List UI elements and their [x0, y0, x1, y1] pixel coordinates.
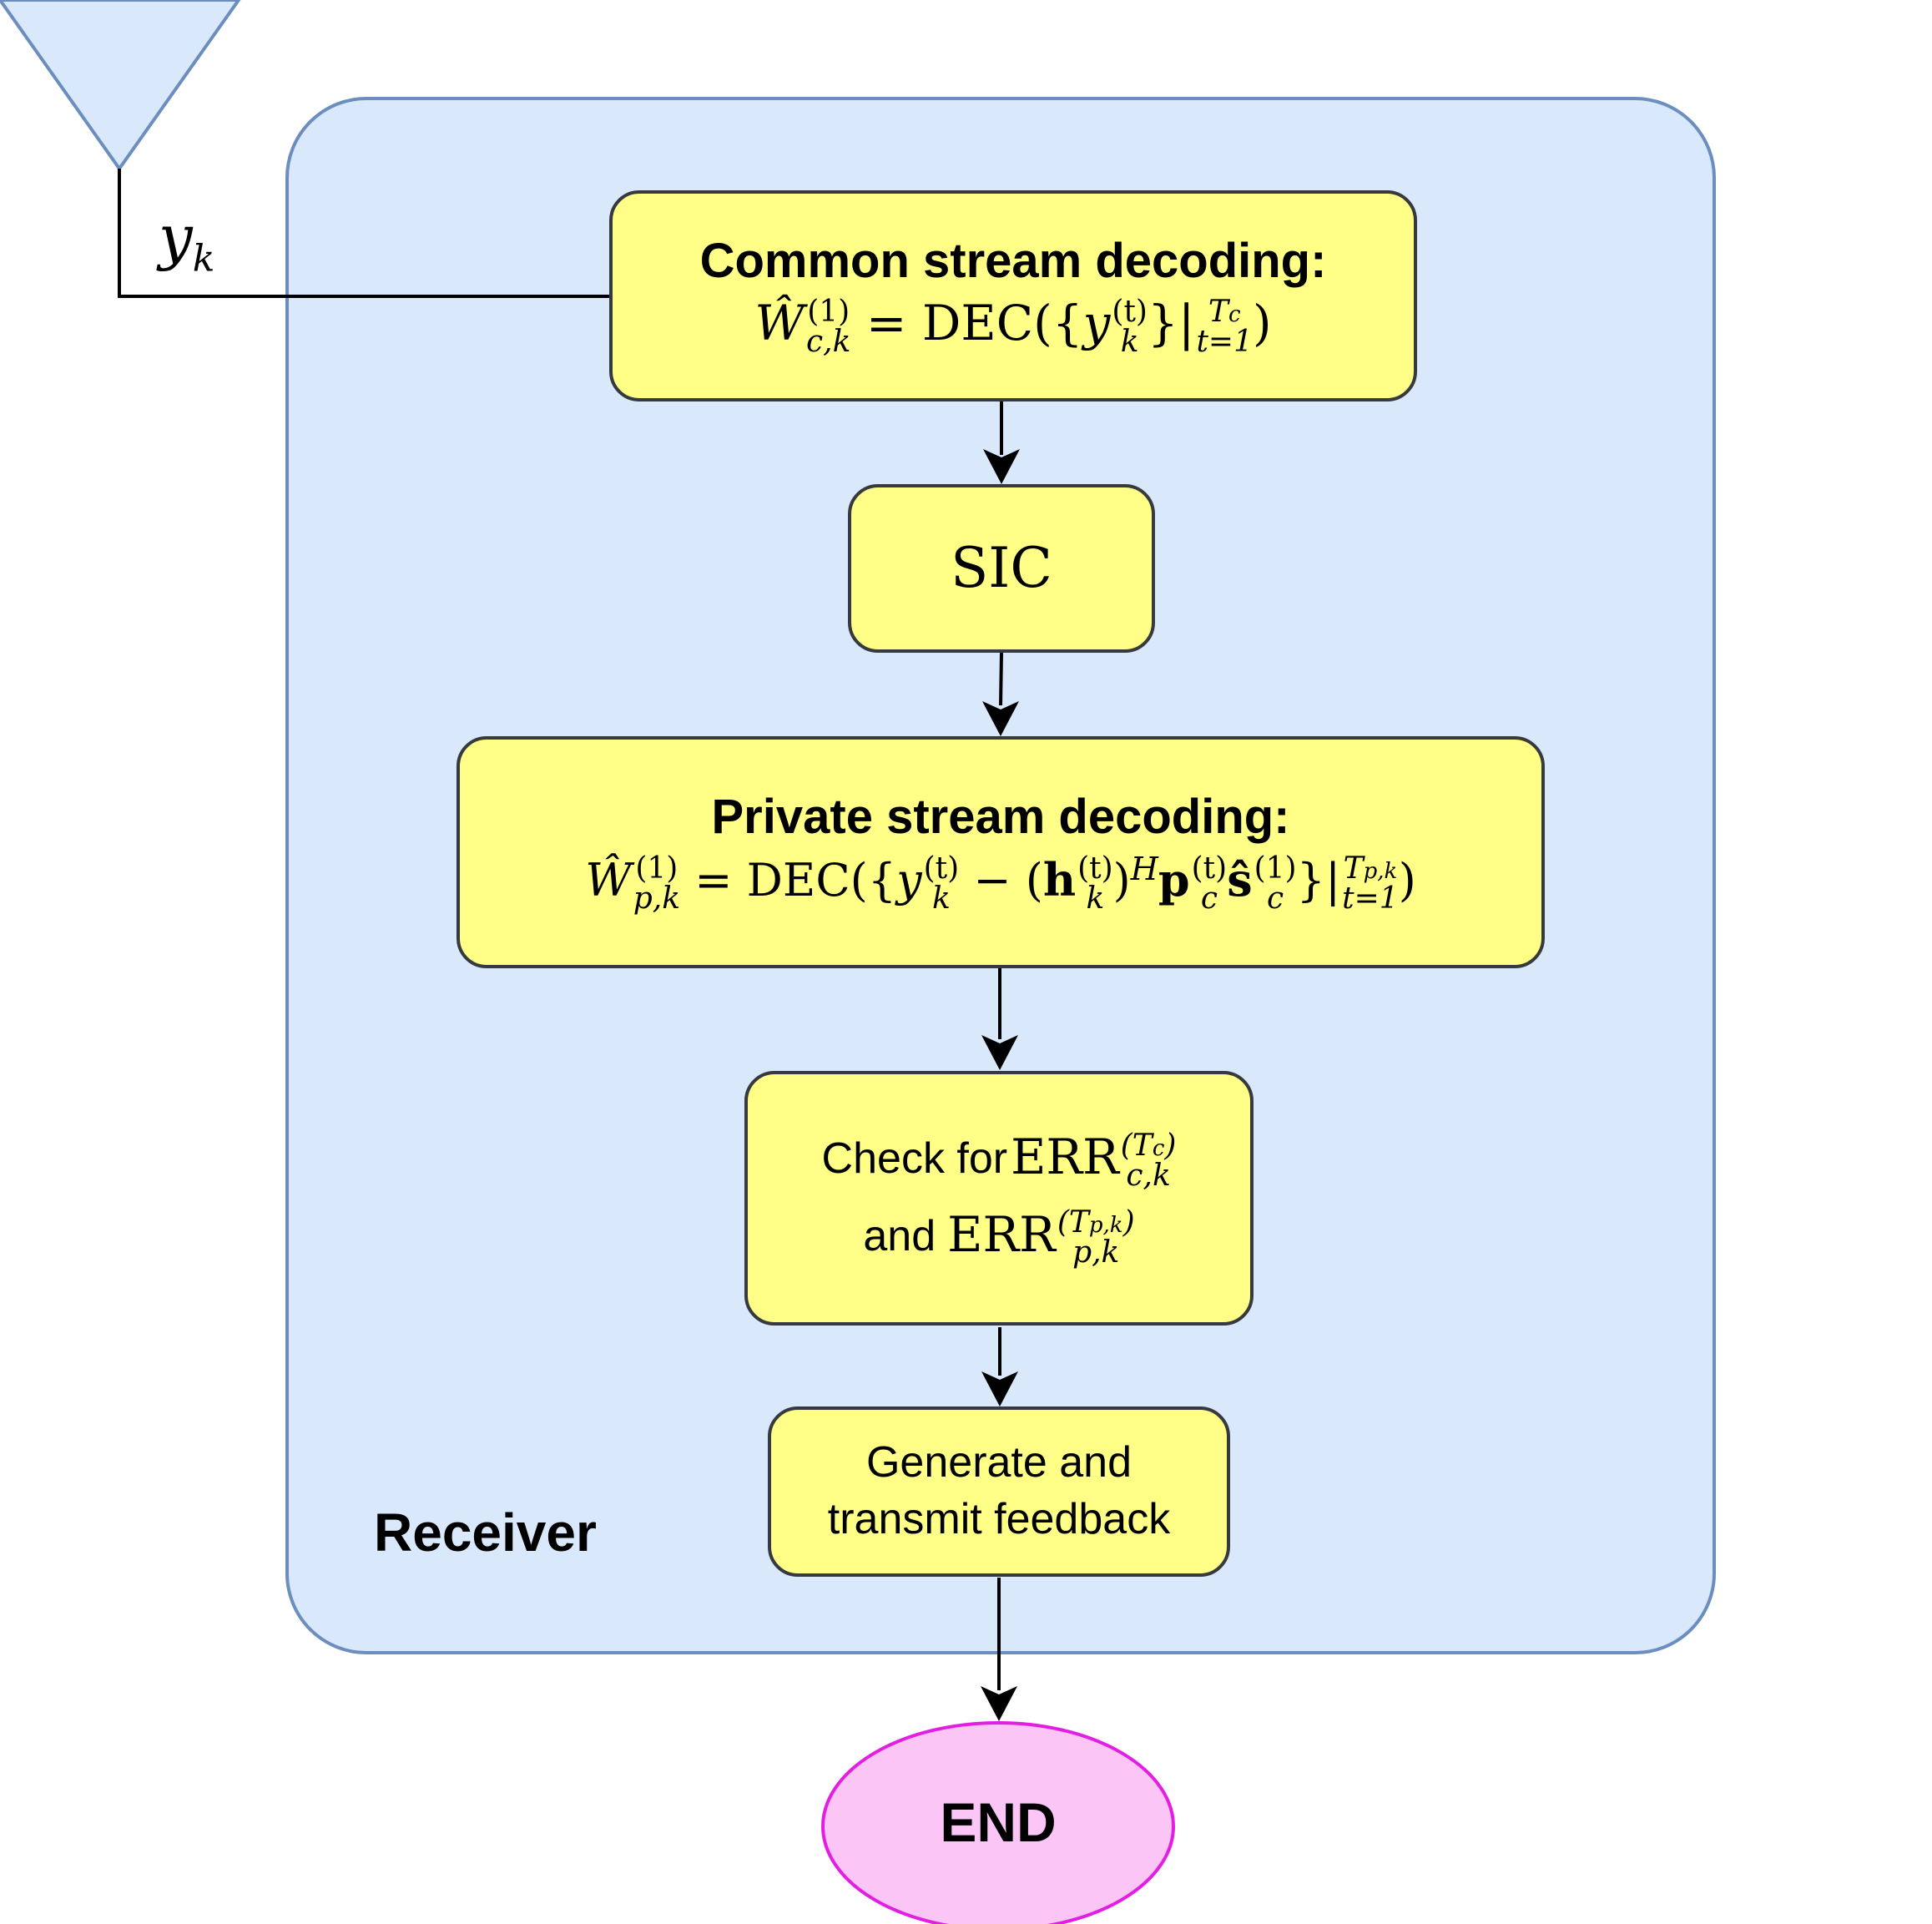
antenna-icon — [0, 0, 241, 172]
common-stream-decoding-box: Common stream decoding: Ŵ(1)c,k = DEC({y… — [609, 190, 1417, 401]
end-label: END — [940, 1791, 1057, 1853]
private-stream-decoding-box: Private stream decoding: Ŵ(1)p,k = DEC({… — [457, 736, 1545, 968]
feedback-box: Generate and transmit feedback — [768, 1406, 1230, 1577]
edge-check-to-feedback — [981, 1327, 1018, 1406]
signal-line — [118, 169, 609, 298]
error-check-box: Check for ERR(Tc)c,k and ERR(Tp,k)p,k — [744, 1071, 1254, 1326]
receiver-label: Receiver — [374, 1502, 597, 1563]
edge-feedback-to-end — [981, 1578, 1017, 1721]
edge-sic-to-private — [982, 652, 1019, 736]
edge-common-to-sic — [983, 401, 1020, 484]
sic-box: SIC — [848, 484, 1155, 653]
signal-label: yk — [159, 202, 215, 280]
edge-private-to-check — [981, 968, 1018, 1070]
common-stream-title: Common stream decoding: — [699, 234, 1327, 289]
feedback-line-1: Generate and — [865, 1438, 1132, 1487]
sic-label: SIC — [951, 536, 1052, 601]
error-check-line-2: and ERR(Tp,k)p,k — [863, 1205, 1135, 1270]
private-stream-title: Private stream decoding: — [711, 790, 1290, 845]
feedback-line-2: transmit feedback — [827, 1495, 1171, 1543]
error-check-line-1: Check for ERR(Tc)c,k — [821, 1128, 1177, 1193]
end-terminal — [821, 1721, 1175, 1924]
